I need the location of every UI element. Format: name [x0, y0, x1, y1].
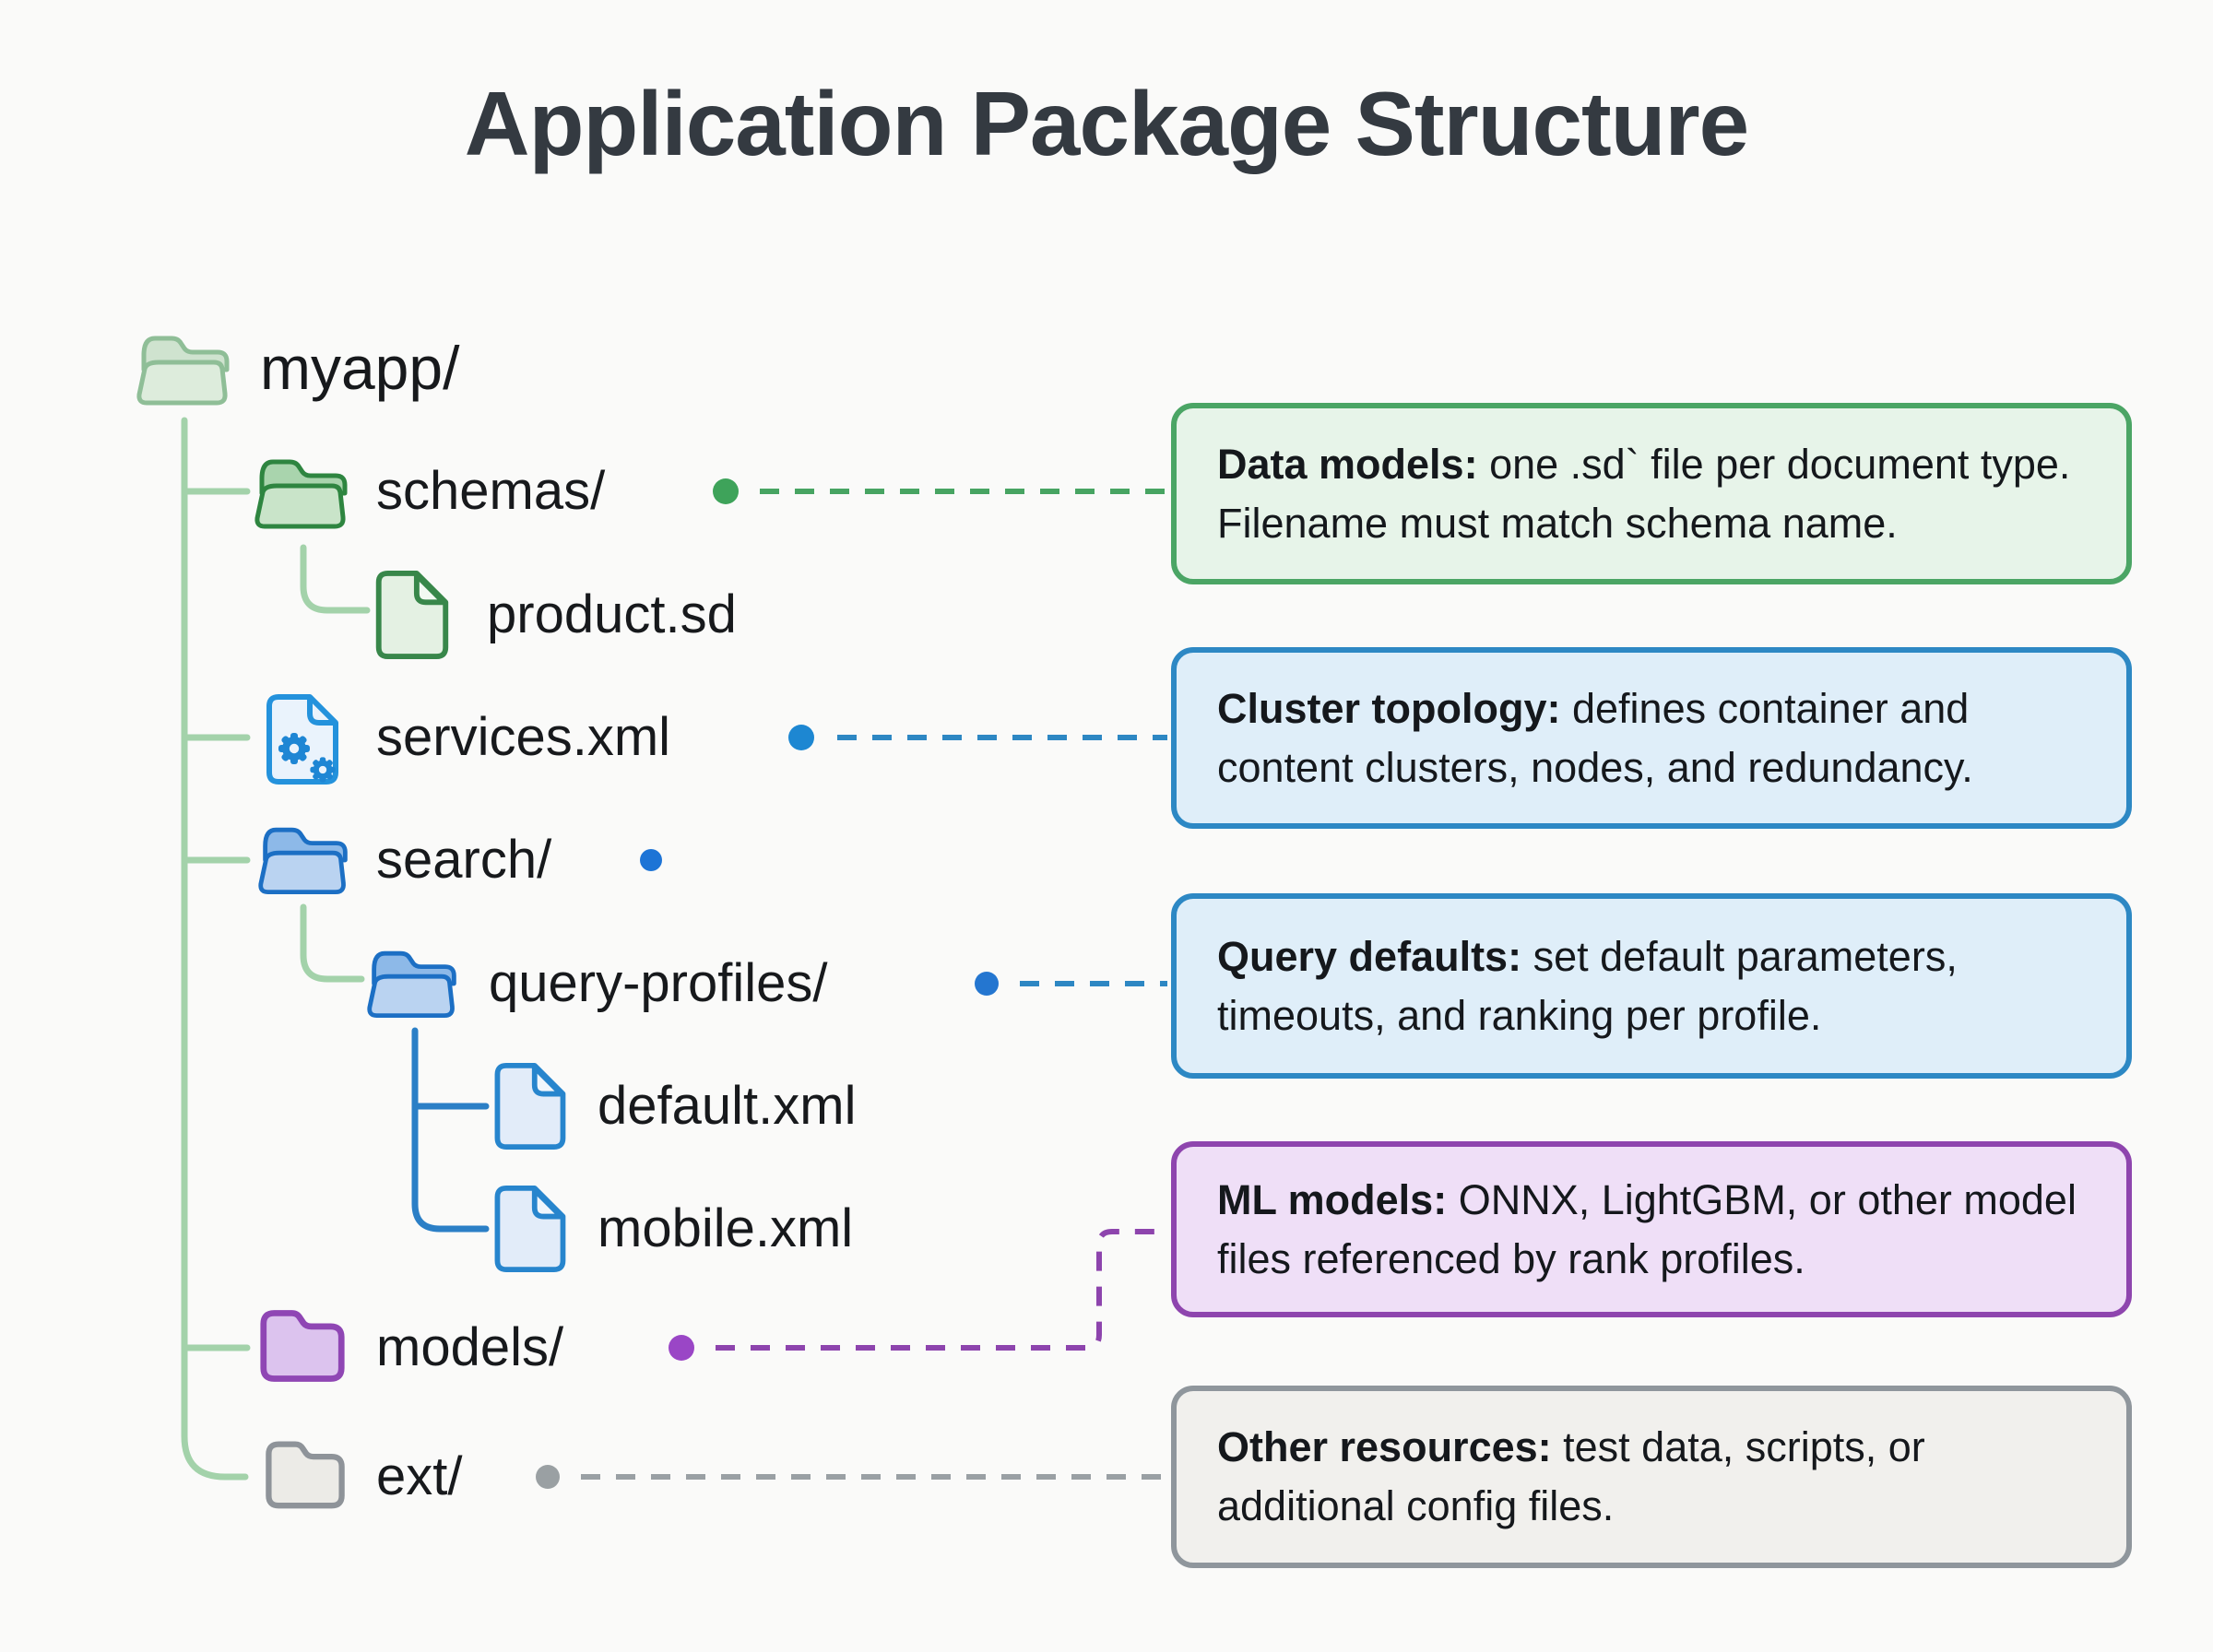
- file-icon: [491, 1185, 567, 1273]
- annotation-data-models: Data models: one .sd` file per document …: [1171, 403, 2132, 584]
- annotation-body: ONNX, LightGBM, or other model files ref…: [1217, 1175, 2077, 1282]
- annotation-text: Query defaults: set default parameters, …: [1217, 927, 2086, 1045]
- annotation-body: test data, scripts, or additional config…: [1217, 1423, 1925, 1529]
- dash-models: [716, 1229, 1167, 1351]
- tree-item-label: product.sd: [487, 584, 737, 644]
- dot-services: [788, 725, 814, 750]
- tree-item-label: search/: [376, 829, 552, 890]
- child-connector-blue: [411, 1027, 490, 1233]
- annotation-dashed-lines: [581, 489, 1167, 1480]
- annotation-body: set default parameters, timeouts, and ra…: [1217, 932, 1958, 1039]
- trunk-lines-green: [181, 417, 371, 1481]
- folder-open-icon: [256, 815, 354, 902]
- dot-ext: [536, 1465, 560, 1489]
- tree-item-label: myapp/: [260, 333, 460, 402]
- annotation-text: ML models: ONNX, LightGBM, or other mode…: [1217, 1171, 2086, 1289]
- gear-glyph: [278, 733, 310, 764]
- folder-open-icon: [253, 446, 354, 537]
- annotation-text: Other resources: test data, scripts, or …: [1217, 1418, 2086, 1536]
- tree-item-label: models/: [376, 1316, 564, 1377]
- dot-schemas: [713, 478, 739, 504]
- annotation-other-resources: Other resources: test data, scripts, or …: [1171, 1386, 2132, 1568]
- tree-item-label: services.xml: [376, 706, 671, 767]
- annotation-lead: ML models:: [1217, 1175, 1448, 1223]
- dot-models: [669, 1335, 694, 1361]
- page-title: Application Package Structure: [464, 73, 1749, 174]
- annotation-lead: Cluster topology:: [1217, 684, 1561, 732]
- folder-closed-icon: [258, 1305, 347, 1385]
- folder-open-icon: [365, 938, 463, 1025]
- annotation-dots: [536, 478, 999, 1489]
- annotation-lead: Query defaults:: [1217, 932, 1522, 980]
- tree-item-label: query-profiles/: [489, 952, 828, 1013]
- annotation-cluster-topology: Cluster topology: defines container and …: [1171, 647, 2132, 829]
- annotation-text: Data models: one .sd` file per document …: [1217, 435, 2086, 553]
- gear-file-icon: [264, 691, 356, 787]
- tree-item-label: schemas/: [376, 460, 606, 521]
- tree-item-label: default.xml: [598, 1075, 857, 1136]
- folder-closed-icon: [264, 1436, 347, 1512]
- gear-glyph: [310, 757, 336, 783]
- annotation-lead: Data models:: [1217, 440, 1478, 488]
- annotation-ml-models: ML models: ONNX, LightGBM, or other mode…: [1171, 1141, 2132, 1317]
- folder-open-icon: [135, 323, 236, 413]
- annotation-body: one .sd` file per document type. Filenam…: [1217, 440, 2071, 547]
- tree-item-label: mobile.xml: [598, 1198, 854, 1258]
- tree-item-label: ext/: [376, 1446, 463, 1506]
- annotation-query-defaults: Query defaults: set default parameters, …: [1171, 893, 2132, 1079]
- dot-query-profiles: [975, 972, 999, 996]
- file-icon: [373, 570, 450, 660]
- file-icon: [491, 1062, 567, 1150]
- dot-search: [640, 849, 662, 871]
- annotation-body: defines container and content clusters, …: [1217, 684, 1973, 791]
- annotation-lead: Other resources:: [1217, 1423, 1552, 1471]
- annotation-text: Cluster topology: defines container and …: [1217, 679, 2086, 797]
